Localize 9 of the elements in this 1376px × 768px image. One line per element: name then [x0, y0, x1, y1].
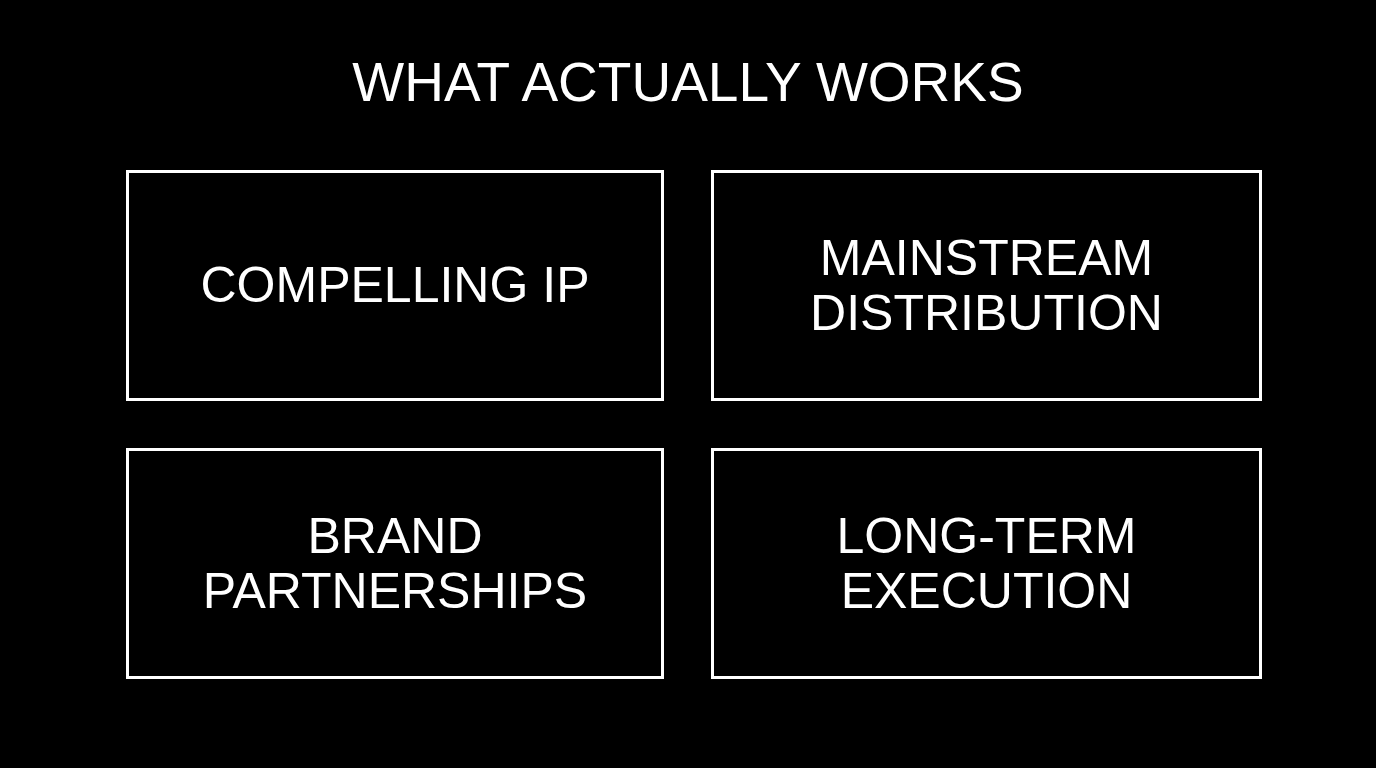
- outlined-box: [711, 170, 1262, 401]
- box-label: BRAND PARTNERSHIPS: [201, 508, 589, 619]
- box-label: LONG-TERM EXECUTION: [835, 508, 1138, 619]
- outlined-box: [126, 448, 664, 679]
- title: WHAT ACTUALLY WORKS: [352, 52, 1024, 113]
- outlined-box: [126, 170, 664, 401]
- box-label: COMPELLING IP: [200, 258, 590, 313]
- box-label: MAINSTREAM DISTRIBUTION: [809, 230, 1164, 341]
- outlined-box: [711, 448, 1262, 679]
